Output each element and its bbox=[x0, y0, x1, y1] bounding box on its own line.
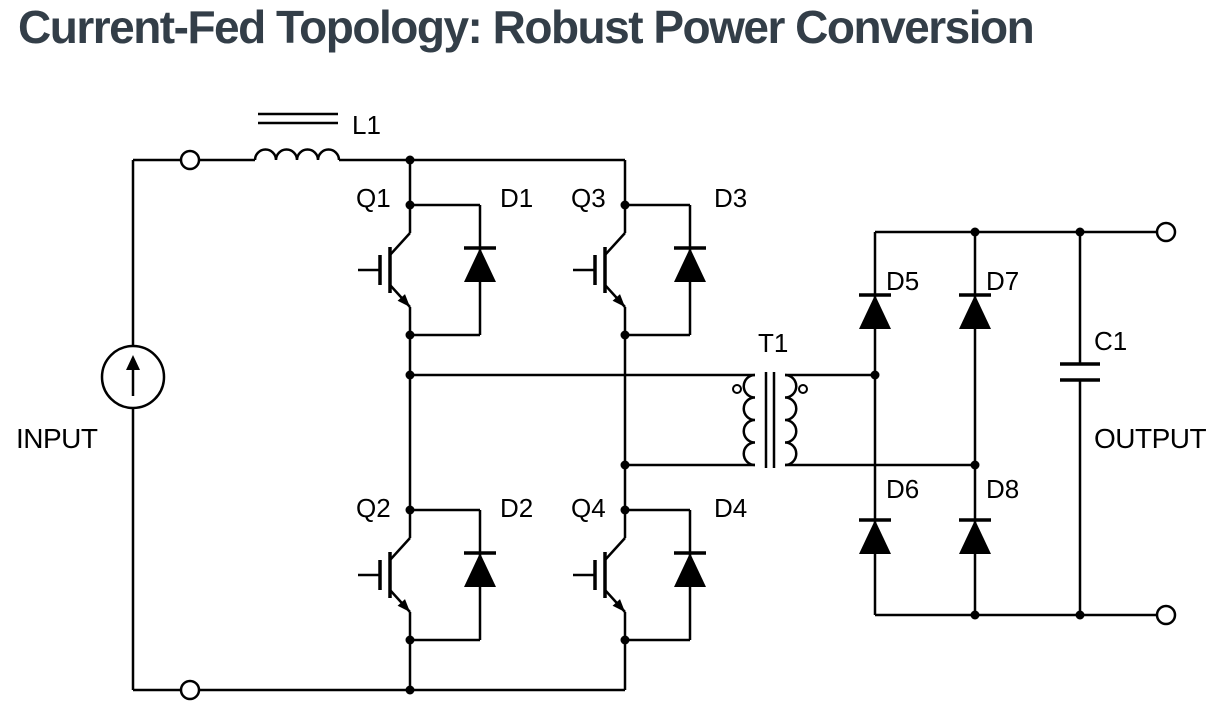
igbt-q3 bbox=[571, 203, 627, 337]
label-d4: D4 bbox=[714, 493, 747, 523]
label-c1: C1 bbox=[1094, 326, 1127, 356]
input-label: INPUT bbox=[16, 423, 98, 454]
diode-d3 bbox=[672, 246, 708, 284]
diode-d7 bbox=[957, 293, 993, 331]
diode-d2 bbox=[462, 551, 498, 589]
label-t1: T1 bbox=[758, 328, 788, 358]
primary-phase-dot bbox=[732, 384, 742, 394]
label-d7: D7 bbox=[986, 266, 1019, 296]
page-title: Current-Fed Topology: Robust Power Conve… bbox=[18, 1, 1035, 53]
diode-d8 bbox=[957, 518, 993, 556]
capacitor-c1 bbox=[1060, 362, 1100, 382]
output-terminal-top bbox=[1155, 221, 1177, 243]
diode-d4 bbox=[672, 551, 708, 589]
label-d8: D8 bbox=[986, 474, 1019, 504]
label-q4: Q4 bbox=[571, 493, 606, 523]
label-d3: D3 bbox=[714, 183, 747, 213]
inductor-l1 bbox=[253, 112, 341, 161]
label-d5: D5 bbox=[886, 266, 919, 296]
label-q2: Q2 bbox=[356, 493, 391, 523]
diode-d5 bbox=[857, 293, 893, 331]
diode-d1 bbox=[462, 246, 498, 284]
junction-dots bbox=[405, 155, 1085, 695]
input-current-source bbox=[100, 344, 166, 410]
igbt-q4 bbox=[571, 508, 627, 642]
secondary-phase-dot bbox=[798, 384, 808, 394]
wires bbox=[131, 158, 1157, 692]
label-l1: L1 bbox=[352, 110, 381, 140]
label-d2: D2 bbox=[500, 493, 533, 523]
label-q3: Q3 bbox=[571, 183, 606, 213]
label-d6: D6 bbox=[886, 474, 919, 504]
input-terminal-bottom bbox=[179, 679, 201, 701]
diode-d6 bbox=[857, 518, 893, 556]
igbt-q1 bbox=[356, 203, 412, 337]
label-d1: D1 bbox=[500, 183, 533, 213]
transformer-t1 bbox=[732, 372, 808, 468]
output-terminal-bottom bbox=[1155, 604, 1177, 626]
igbt-q2 bbox=[356, 508, 412, 642]
output-label: OUTPUT bbox=[1094, 423, 1207, 454]
input-terminal-top bbox=[179, 149, 201, 171]
label-q1: Q1 bbox=[356, 183, 391, 213]
